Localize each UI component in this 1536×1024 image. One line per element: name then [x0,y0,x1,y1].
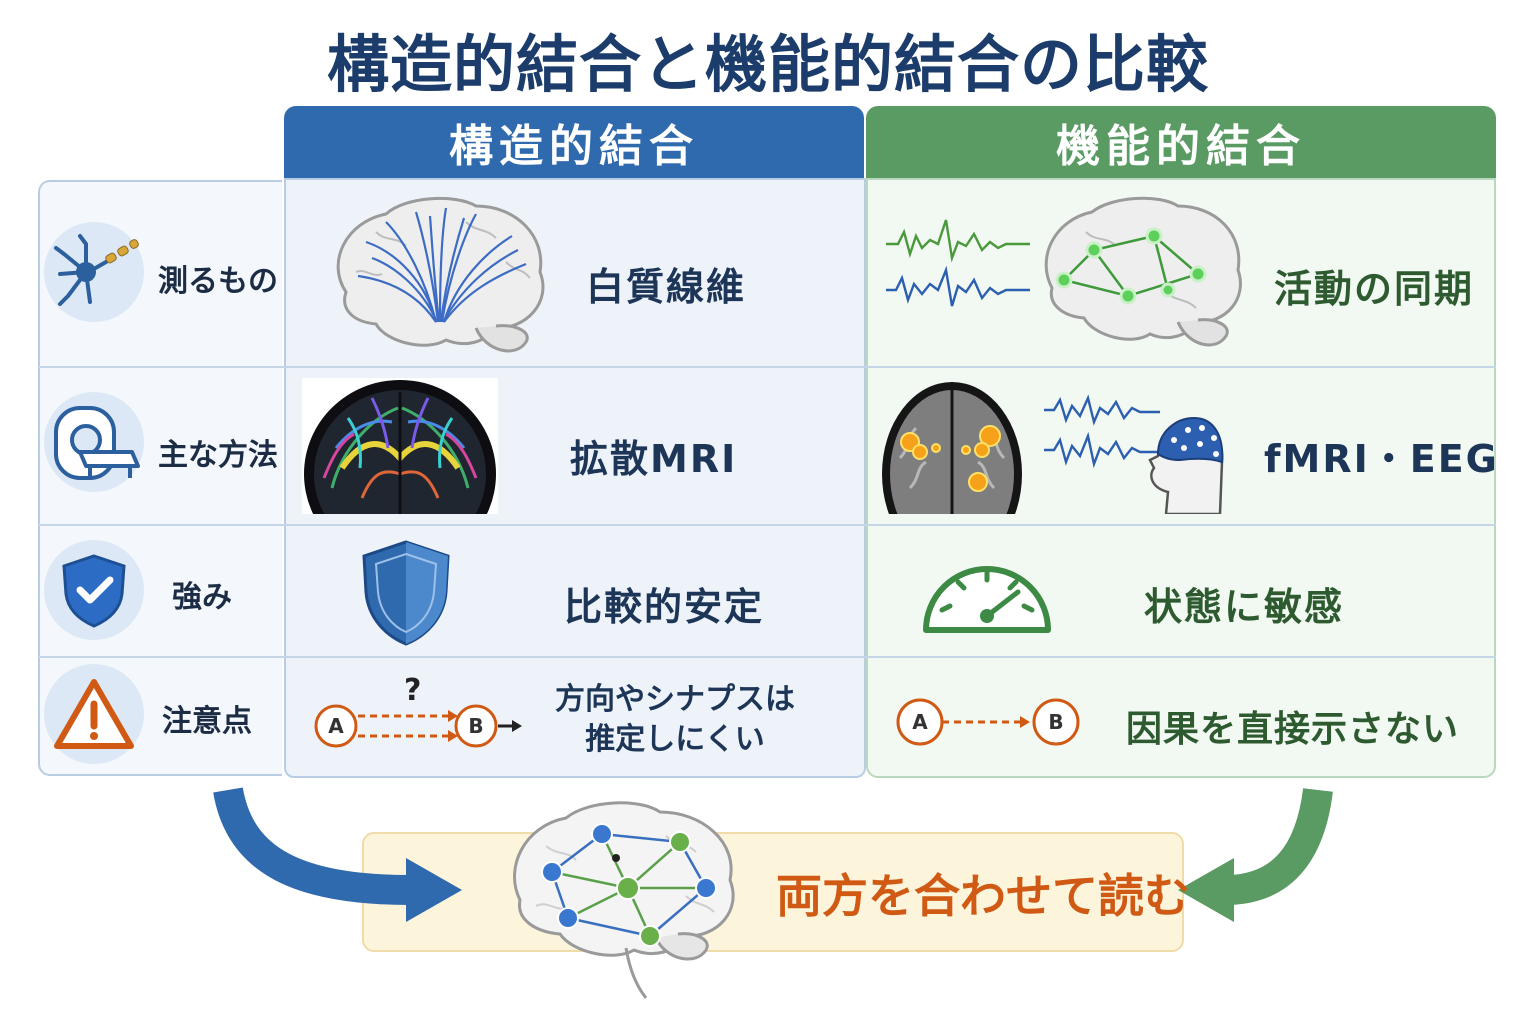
row-label-caution: 注意点 [162,704,252,739]
node-a-label: A [328,714,344,738]
green-curved-arrow [1178,787,1333,922]
functional-caution: 因果を直接示さない [1126,709,1460,750]
structural-strength: 比較的安定 [564,585,765,629]
row-divider [38,656,1496,658]
conclusion-text: 両方を合わせて読む [776,869,1190,923]
non-causal-diagram: A B [896,698,1080,746]
node-b-label: B [1048,710,1063,734]
neuron-icon [44,222,144,322]
row-label-methods: 主な方法 [158,438,278,473]
uncertain-direction-diagram: ? A B [314,673,522,748]
functional-network-brain-icon [1044,196,1242,347]
question-mark: ? [404,673,421,708]
shield-icon [362,540,450,646]
fmri-activation-image [882,382,1022,514]
mri-scanner-icon [44,392,144,492]
network-brain-icon [513,801,735,999]
gauge-icon [923,566,1051,633]
structural-measures: 白質線維 [586,265,747,309]
page-title: 構造的結合と機能的結合の比較 [326,28,1209,101]
blue-curved-arrow [213,787,462,922]
diffusion-mri-image [302,378,498,514]
row-divider [38,524,1496,526]
structural-caution-line1: 方向やシナプスは [555,682,795,717]
functional-measures: 活動の同期 [1274,267,1475,311]
structural-caution: 方向やシナプスは 推定しにくい [548,680,802,760]
node-a-label: A [912,710,928,734]
structural-caution-line2: 推定しにくい [585,722,765,757]
functional-strength: 状態に敏感 [1144,585,1345,629]
functional-method: fMRI・EEG [1264,437,1499,481]
row-label-strength: 強み [172,580,232,615]
eeg-cap-head-icon [1044,394,1224,514]
white-matter-brain-icon [336,197,545,353]
activity-wave-icon [886,219,1030,307]
column-header-functional: 機能的結合 [866,106,1496,178]
row-label-measures: 測るもの [158,264,278,299]
node-b-label: B [468,714,483,738]
structural-method: 拡散MRI [570,437,738,481]
conclusion-box [362,832,1184,952]
row-divider [38,366,1496,368]
column-header-structural: 構造的結合 [284,106,864,178]
warning-icon [44,664,144,764]
shield-check-icon [44,540,144,640]
